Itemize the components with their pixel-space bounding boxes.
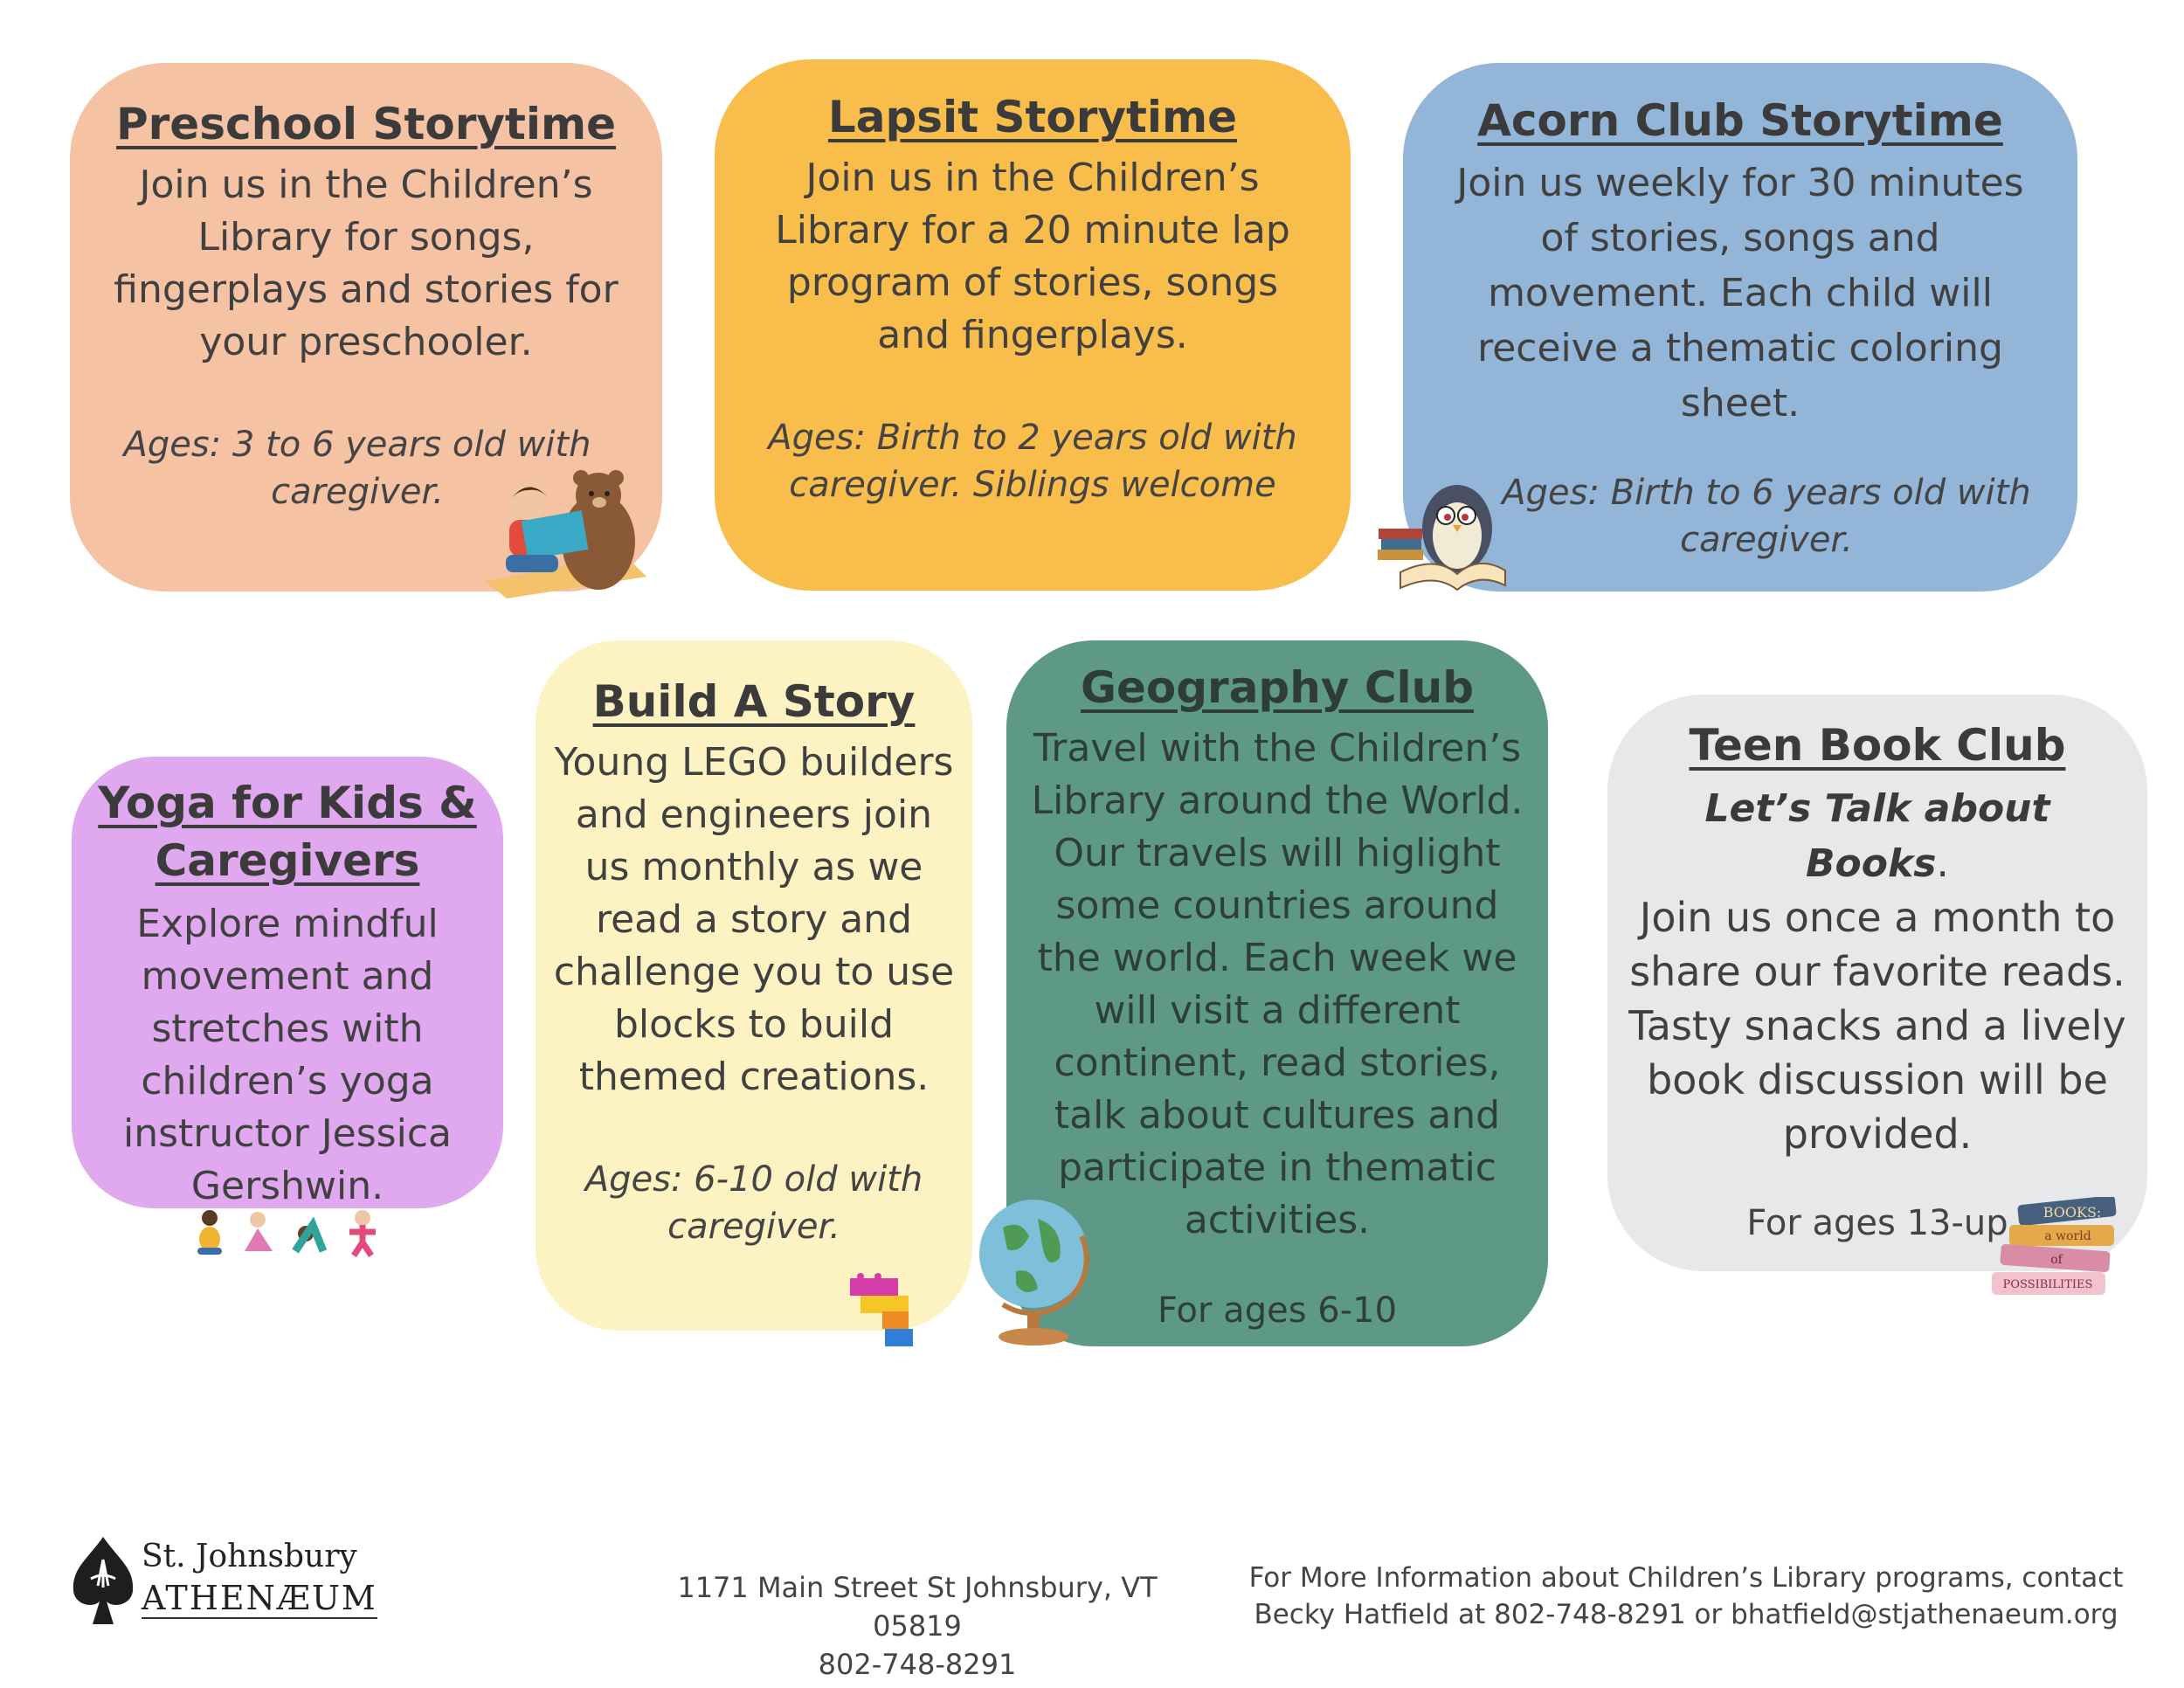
globe-icon bbox=[979, 1200, 1089, 1346]
card-description: Join us in the Children’s Library for a … bbox=[775, 156, 1290, 357]
book-text: BOOKS: bbox=[2043, 1204, 2102, 1221]
card-ages: Ages: 6-10 old with caregiver. bbox=[584, 1159, 923, 1247]
logo-text-line2: ATHENÆUM bbox=[142, 1579, 377, 1619]
card-geography-club: Geography Club Travel with the Children’… bbox=[1006, 640, 1548, 1346]
card-yoga-for-kids: Yoga for Kids & Caregivers Explore mindf… bbox=[72, 757, 503, 1208]
card-subtitle-line: Let’s Talk about Books. bbox=[1628, 780, 2126, 890]
logo-text-line1: St. Johnsbury bbox=[142, 1539, 357, 1574]
card-ages: Ages: Birth to 6 years old with caregive… bbox=[1502, 473, 2031, 560]
card-description: Young LEGO builders and engineers join u… bbox=[553, 740, 955, 1099]
card-title: Geography Club bbox=[1080, 662, 1475, 713]
penguin-reading-icon bbox=[1378, 485, 1506, 591]
book-text: of bbox=[2050, 1253, 2063, 1267]
lego-blocks-icon bbox=[850, 1273, 913, 1346]
card-title: Teen Book Club bbox=[1689, 720, 2066, 771]
book-text: a world bbox=[2044, 1229, 2091, 1243]
card-subtitle: Let’s Talk about Books bbox=[1704, 786, 2050, 886]
card-preschool-storytime: Preschool Storytime Join us in the Child… bbox=[70, 63, 662, 591]
card-build-a-story: Build A Story Young LEGO builders and en… bbox=[536, 640, 972, 1331]
card-description: Join us in the Children’s Library for so… bbox=[114, 163, 619, 364]
card-ages: Ages: 3 to 6 years old with caregiver. bbox=[123, 425, 591, 512]
card-lapsit-storytime: Lapsit Storytime Join us in the Children… bbox=[715, 59, 1351, 591]
card-description: Travel with the Children’s Library aroun… bbox=[1031, 726, 1524, 1242]
card-title: Preschool Storytime bbox=[115, 99, 617, 149]
card-subtitle-end: . bbox=[1936, 839, 1950, 886]
footer-address-block: 1171 Main Street St Johnsbury, VT 05819 … bbox=[638, 1568, 1197, 1684]
card-title: Lapsit Storytime bbox=[827, 92, 1238, 142]
reading-bear-icon bbox=[485, 470, 646, 598]
card-title: Acorn Club Storytime bbox=[1477, 95, 2003, 146]
yoga-kids-icon bbox=[197, 1210, 376, 1257]
card-title: Yoga for Kids & Caregivers bbox=[98, 778, 477, 886]
footer-address: 1171 Main Street St Johnsbury, VT 05819 bbox=[677, 1571, 1158, 1643]
card-ages: For ages 13-up bbox=[1746, 1203, 2008, 1243]
book-text: POSSIBILITIES bbox=[2003, 1278, 2093, 1291]
footer-contact-line1: For More Information about Children’s Li… bbox=[1248, 1562, 2124, 1594]
card-description: Join us weekly for 30 minutes of stories… bbox=[1456, 161, 2024, 425]
footer-phone: 802-748-8291 bbox=[818, 1648, 1017, 1681]
card-acorn-club-storytime: Acorn Club Storytime Join us weekly for … bbox=[1403, 63, 2077, 591]
card-ages: For ages 6-10 bbox=[1157, 1290, 1398, 1331]
athenaeum-logo: St. Johnsbury ATHENÆUM bbox=[70, 1533, 384, 1629]
card-description: Explore mindful movement and stretches w… bbox=[123, 902, 452, 1208]
card-title: Build A Story bbox=[592, 676, 916, 727]
card-teen-book-club: Teen Book Club Let’s Talk about Books. J… bbox=[1607, 695, 2147, 1271]
footer-contact-block: For More Information about Children’s Li… bbox=[1241, 1560, 2132, 1633]
spade-emblem-icon bbox=[73, 1537, 134, 1624]
footer-contact-line2: Becky Hatfield at 802-748-8291 or bhatfi… bbox=[1254, 1599, 2118, 1630]
card-description: Join us once a month to share our favori… bbox=[1628, 894, 2126, 1158]
book-stack-icon: BOOKS: a world of POSSIBILITIES bbox=[1992, 1197, 2117, 1295]
card-ages: Ages: Birth to 2 years old with caregive… bbox=[768, 418, 1297, 505]
